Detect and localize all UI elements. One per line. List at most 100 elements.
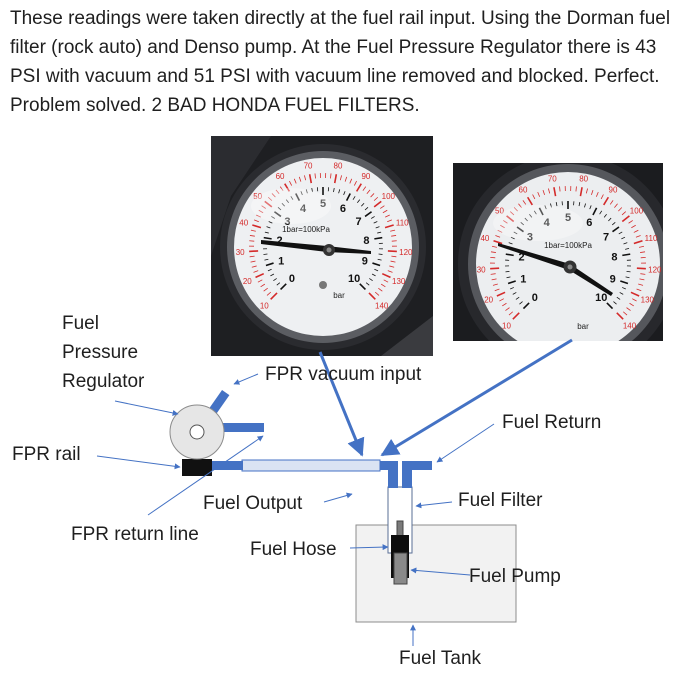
- g1-outer-tick: [385, 214, 390, 218]
- g2-inner-tick: [608, 217, 612, 222]
- gauge-1-unit: 1bar=100kPa: [282, 225, 330, 234]
- g1-outer-tick: [249, 255, 255, 258]
- g1-outer-tick: [381, 272, 391, 279]
- label-fuel-return: Fuel Return: [502, 412, 602, 433]
- g1-outer-tick: [353, 180, 357, 186]
- g1-outer-tick: [249, 235, 255, 237]
- g1-inner-label: 6: [340, 203, 346, 215]
- g1-outer-tick: [387, 219, 393, 223]
- g1-inner-label: 5: [320, 198, 326, 210]
- g1-inner-label: 3: [284, 216, 290, 228]
- g1-outer-tick: [255, 272, 265, 279]
- g2-outer-tick: [559, 186, 561, 192]
- g2-outer-tick: [618, 207, 623, 212]
- arrow-fpr-return: [147, 435, 264, 516]
- g1-outer-tick: [257, 279, 263, 283]
- g2-inner-label: 2: [519, 252, 525, 264]
- g1-outer-tick: [275, 189, 280, 194]
- arrow-fuel-hose: [349, 544, 389, 551]
- g1-inner-tick: [277, 207, 282, 211]
- g2-outer-tick: [502, 302, 507, 307]
- g1-inner-tick: [361, 202, 365, 207]
- g2-inner-tick: [603, 213, 607, 218]
- gauge-2-unit: 1bar=100kPa: [544, 241, 592, 250]
- g2-outer-tick: [509, 211, 515, 216]
- g1-inner-tick: [377, 258, 382, 261]
- g2-outer-tick: [495, 235, 501, 238]
- g2-inner-tick: [522, 302, 530, 310]
- g1-outer-label: 20: [243, 277, 252, 286]
- g1-inner-tick: [333, 187, 335, 193]
- g1-inner-tick: [352, 196, 356, 200]
- arrow-fuel-pump: [410, 567, 471, 576]
- g1-inner-tick: [373, 221, 378, 224]
- g1-inner-tick: [375, 226, 380, 229]
- g2-outer-tick: [603, 196, 610, 206]
- g1-inner-tick: [273, 278, 277, 282]
- g1-inner-label: 0: [289, 273, 295, 285]
- g2-inner-tick: [508, 242, 513, 245]
- g2-outer-tick: [513, 207, 518, 212]
- fuel-output-line: [241, 459, 381, 472]
- g2-outer-tick: [632, 298, 637, 302]
- g1-inner-tick: [305, 189, 308, 194]
- g2-outer-tick: [640, 273, 646, 275]
- g1-outer-label: 30: [236, 248, 245, 257]
- g2-inner-tick: [606, 302, 614, 310]
- g1-outer-label: 130: [392, 277, 406, 286]
- g1-inner-tick: [273, 211, 282, 218]
- arrow-fuel-output: [323, 492, 353, 503]
- pump-inlet-tube: [396, 520, 404, 538]
- g1-outer-tick: [266, 291, 272, 296]
- g1-outer-tick: [349, 178, 353, 184]
- g1-outer-tick: [390, 260, 396, 263]
- g1-outer-label: 140: [375, 302, 389, 311]
- label-fuel-output: Fuel Output: [203, 493, 303, 514]
- g2-inner-label: 10: [595, 292, 607, 304]
- g1-inner-tick: [300, 191, 303, 196]
- g1-inner-tick: [280, 283, 287, 290]
- g1-outer-tick: [389, 265, 395, 268]
- g2-inner-tick: [621, 236, 626, 240]
- g1-outer-tick: [253, 219, 259, 223]
- g1-outer-label: 80: [334, 161, 343, 170]
- g2-inner-tick: [516, 226, 524, 233]
- g2-outer-tick: [616, 312, 624, 320]
- g1-inner-label: 1: [278, 256, 284, 268]
- g2-outer-tick: [508, 311, 514, 316]
- g2-outer-tick: [499, 298, 504, 302]
- g2-outer-tick: [497, 229, 503, 233]
- g1-inner-tick: [372, 262, 381, 267]
- g2-outer-tick: [575, 186, 577, 192]
- g1-outer-tick: [284, 183, 291, 192]
- g2-outer-tick: [639, 278, 645, 281]
- g2-inner-tick: [512, 292, 517, 295]
- g1-outer-label: 10: [260, 302, 269, 311]
- g2-inner-tick: [544, 205, 547, 210]
- g2-outer-label: 20: [484, 296, 493, 305]
- g1-inner-tick: [263, 236, 272, 240]
- arrow-fpr: [114, 400, 179, 416]
- g1-outer-tick: [373, 200, 382, 208]
- g1-inner-tick: [265, 262, 274, 267]
- g1-inner-tick: [263, 253, 268, 255]
- g2-outer-tick: [622, 311, 628, 316]
- g2-outer-tick: [633, 229, 639, 233]
- g1-outer-label: 100: [382, 192, 396, 201]
- g2-outer-tick: [505, 307, 510, 311]
- g2-outer-label: 120: [648, 265, 662, 274]
- g1-outer-tick: [380, 283, 386, 288]
- g2-inner-tick: [589, 205, 592, 210]
- g1-outer-tick: [380, 205, 385, 209]
- g1-outer-tick: [304, 175, 307, 181]
- g2-outer-tick: [600, 194, 604, 200]
- g2-inner-tick: [550, 203, 552, 208]
- g1-outer-tick: [366, 189, 371, 194]
- fuel-tank: [355, 524, 517, 623]
- g2-outer-label: 10: [502, 322, 511, 331]
- g1-inner-tick: [266, 226, 271, 229]
- g2-outer-tick: [614, 203, 618, 208]
- g2-inner-tick: [524, 217, 528, 222]
- g2-inner-tick: [621, 287, 626, 290]
